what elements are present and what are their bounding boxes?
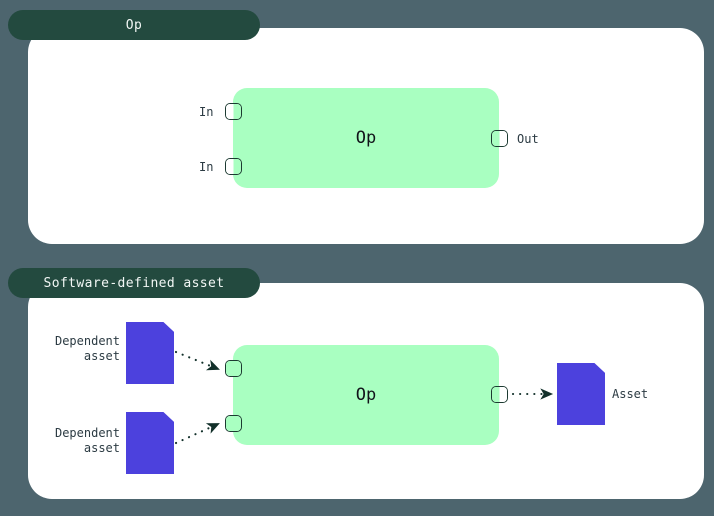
op-node-1-label: Op [355,128,377,148]
input-port-4[interactable] [225,415,242,432]
op-node-2-label: Op [355,385,377,405]
asset-document-icon-dependent-1[interactable] [126,322,174,384]
op-node-2[interactable]: Op [233,345,499,445]
asset-label-dependent-2: Dependent asset [54,426,120,455]
output-port-2[interactable] [491,386,508,403]
output-port-1-label: Out [517,132,539,146]
asset-label-dependent-1: Dependent asset [54,334,120,363]
panel-tab-software-defined-asset[interactable]: Software-defined asset [8,268,260,298]
output-port-1[interactable] [491,130,508,147]
port-fill [492,387,507,402]
asset-document-icon-output[interactable] [557,363,605,425]
input-port-2-label: In [199,160,214,174]
port-fill [492,131,507,146]
input-port-1-label: In [199,105,214,119]
port-fill [226,104,241,119]
port-fill [226,159,241,174]
input-port-1[interactable] [225,103,242,120]
input-port-2[interactable] [225,158,242,175]
op-node-1[interactable]: Op [233,88,499,188]
input-port-3[interactable] [225,360,242,377]
asset-document-icon-dependent-2[interactable] [126,412,174,474]
port-fill [226,361,241,376]
asset-label-output: Asset [612,387,649,401]
port-fill [226,416,241,431]
panel-tab-op[interactable]: Op [8,10,260,40]
